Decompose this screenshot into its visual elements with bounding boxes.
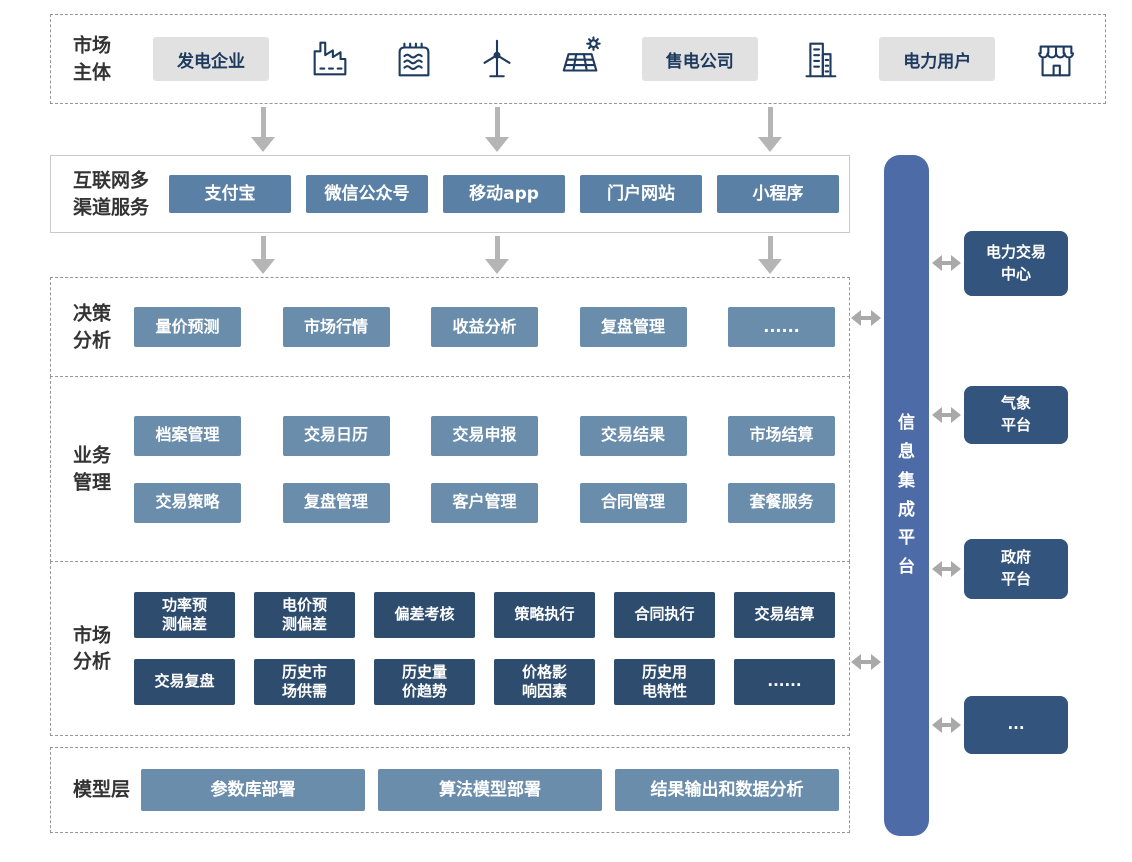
internet-channels-label: 互联网多渠道服务 — [73, 169, 150, 218]
module-trading-calendar: 交易日历 — [282, 415, 390, 456]
double-arrow-weather-platform — [932, 406, 961, 424]
external-box-more: ... — [964, 696, 1068, 754]
module-algorithm-model-deployment: 算法模型部署 — [378, 769, 602, 811]
model-layer-section: 模型层 参数库部署 算法模型部署 结果输出和数据分析 — [50, 747, 850, 833]
module-contract-management: 合同管理 — [579, 482, 687, 523]
module-result-output-data-analysis: 结果输出和数据分析 — [615, 769, 839, 811]
double-arrow-market-analysis-bar — [851, 653, 881, 671]
channel-mini-program: 小程序 — [717, 175, 839, 213]
channel-mobile-app: 移动app — [443, 175, 565, 213]
module-price-influencing-factors: 价格影 响因素 — [494, 659, 595, 705]
module-price-forecast-deviation: 电价预 测偏差 — [254, 592, 355, 638]
down-arrow — [485, 107, 509, 152]
module-trading-strategy: 交易策略 — [134, 482, 241, 523]
module-archive-management: 档案管理 — [134, 415, 241, 456]
double-arrow-trading-center — [932, 254, 961, 272]
market-analysis-section: 市场分析 功率预 测偏差 电价预 测偏差 偏差考核 策略执行 合同执行 交易结算… — [50, 561, 850, 736]
hydro-dam-icon — [391, 36, 437, 82]
double-arrow-government-platform — [932, 560, 961, 578]
module-parameter-library-deployment: 参数库部署 — [141, 769, 365, 811]
module-deviation-assessment: 偏差考核 — [374, 592, 475, 638]
market-analysis-label: 市场分析 — [73, 623, 112, 673]
solar-panel-icon — [558, 36, 604, 82]
double-arrow-more-external — [932, 716, 961, 734]
module-price-volume-forecast: 量价预测 — [134, 307, 241, 347]
module-strategy-execution: 策略执行 — [494, 592, 595, 638]
module-revenue-analysis: 收益分析 — [431, 307, 538, 347]
down-arrow — [251, 236, 275, 274]
module-historical-supply-demand: 历史市 场供需 — [254, 659, 355, 705]
down-arrow — [758, 236, 782, 274]
power-user-pill: 电力用户 — [879, 37, 996, 81]
module-market-settlement: 市场结算 — [728, 415, 835, 456]
business-management-buttons: 档案管理 交易日历 交易申报 交易结果 市场结算 交易策略 复盘管理 客户管理 … — [134, 377, 835, 561]
store-icon — [1033, 36, 1079, 82]
wind-turbine-icon — [474, 36, 520, 82]
module-power-forecast-deviation: 功率预 测偏差 — [134, 592, 235, 638]
channel-wechat-official: 微信公众号 — [306, 175, 428, 213]
module-contract-execution: 合同执行 — [614, 592, 715, 638]
module-review-management: 复盘管理 — [579, 307, 687, 347]
model-layer-label: 模型层 — [73, 778, 131, 801]
channel-portal-website: 门户网站 — [580, 175, 702, 213]
double-arrow-decision-bar — [851, 309, 881, 327]
down-arrow — [251, 107, 275, 152]
market-entities-items: 发电企业 售电公司 电力用户 — [153, 15, 1079, 103]
retail-company-pill: 售电公司 — [641, 37, 758, 81]
external-box-weather-platform: 气象 平台 — [964, 386, 1068, 444]
business-management-section: 业务管理 档案管理 交易日历 交易申报 交易结果 市场结算 交易策略 复盘管理 … — [50, 376, 850, 562]
external-box-power-trading-center: 电力交易 中心 — [964, 231, 1068, 296]
channel-buttons: 支付宝 微信公众号 移动app 门户网站 小程序 — [169, 156, 839, 232]
external-box-government-platform: 政府 平台 — [964, 539, 1068, 599]
business-management-label: 业务管理 — [73, 444, 112, 493]
decision-analysis-section: 决策分析 量价预测 市场行情 收益分析 复盘管理 ...... — [50, 277, 850, 377]
module-trade-review: 交易复盘 — [134, 659, 235, 705]
module-more: ...... — [728, 307, 835, 347]
module-trade-declaration: 交易申报 — [431, 415, 538, 456]
information-integration-platform-bar: 信息集成平台 — [884, 155, 929, 836]
market-entities-section: 市场主体 发电企业 售电公司 电力用户 — [50, 14, 1106, 104]
module-historical-price-trend: 历史量 价趋势 — [374, 659, 475, 705]
down-arrow — [485, 236, 509, 274]
channel-alipay: 支付宝 — [169, 175, 291, 213]
module-package-services: 套餐服务 — [728, 482, 835, 523]
office-building-icon — [796, 36, 842, 82]
module-trade-settlement: 交易结算 — [734, 592, 835, 638]
market-analysis-buttons: 功率预 测偏差 电价预 测偏差 偏差考核 策略执行 合同执行 交易结算 交易复盘… — [134, 562, 835, 735]
factory-icon — [307, 36, 353, 82]
market-entities-label: 市场主体 — [73, 34, 112, 83]
module-market-quotes: 市场行情 — [282, 307, 390, 347]
decision-analysis-buttons: 量价预测 市场行情 收益分析 复盘管理 ...... — [134, 278, 835, 376]
model-layer-buttons: 参数库部署 算法模型部署 结果输出和数据分析 — [141, 748, 839, 832]
down-arrow — [758, 107, 782, 152]
module-trade-results: 交易结果 — [579, 415, 687, 456]
module-historical-usage-characteristics: 历史用 电特性 — [614, 659, 715, 705]
module-customer-management: 客户管理 — [431, 482, 538, 523]
decision-analysis-label: 决策分析 — [73, 302, 112, 351]
generation-company-pill: 发电企业 — [153, 37, 269, 81]
module-more-dark: ...... — [734, 659, 835, 705]
module-review-management-2: 复盘管理 — [282, 482, 390, 523]
information-integration-platform-label: 信息集成平台 — [898, 412, 915, 578]
internet-channels-section: 互联网多渠道服务 支付宝 微信公众号 移动app 门户网站 小程序 — [50, 155, 850, 233]
